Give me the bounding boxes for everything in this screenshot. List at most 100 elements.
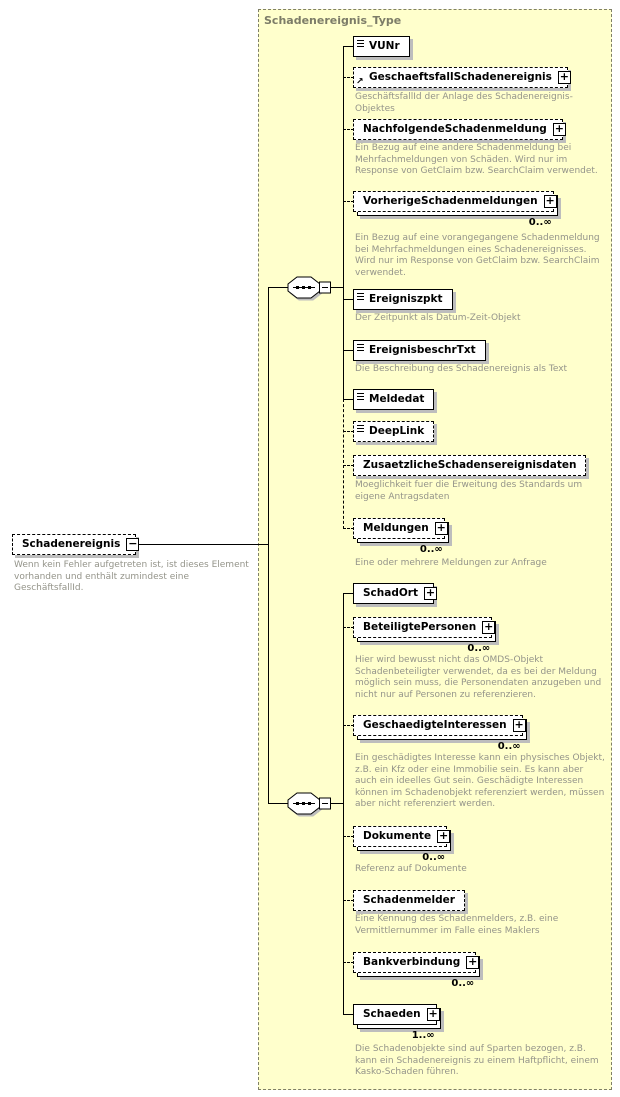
connector-line (343, 350, 354, 351)
occurrence-label: 1..∞ (411, 1030, 435, 1041)
connector-line (343, 77, 354, 78)
element-schadenereignis: Schadenereignis− (12, 534, 140, 555)
element-beteiligtepersonen: BeteiligtePersonen+ 0..∞ (353, 617, 496, 654)
element-label: DeepLink (369, 425, 425, 437)
element-label: Schadenmelder (363, 894, 455, 906)
connector-line (343, 399, 354, 400)
element-label: GeschaedigteInteressen (363, 719, 507, 731)
text-content-icon (357, 425, 364, 432)
annotation-vorherigeschadenmeldungen: Ein Bezug auf eine vorangegangene Schade… (355, 233, 600, 278)
connector-line (343, 725, 354, 726)
connector-line (343, 46, 354, 47)
element-box[interactable]: VUNr (353, 36, 410, 57)
element-schadenmelder: Schadenmelder (353, 890, 465, 911)
annotation-schaeden: Die Schadenobjekte sind auf Sparten bezo… (355, 1044, 599, 1077)
element-meldungen: Meldungen + 0..∞ (353, 518, 448, 555)
expand-icon[interactable]: + (424, 586, 437, 600)
text-content-icon (357, 293, 364, 300)
annotation-ereigniszpkt: Der Zeitpunkt als Datum-Zeit-Objekt (355, 313, 521, 323)
element-vunr: VUNr (353, 36, 410, 57)
element-box[interactable]: GeschaedigteInteressen + (353, 715, 526, 736)
element-schadort: SchadOrt + (353, 583, 437, 604)
element-box[interactable]: Meldungen + (353, 518, 448, 539)
connector-line (330, 803, 344, 804)
connector-line (70, 544, 268, 545)
element-label: ZusaetzlicheSchadensereignisdaten (363, 459, 577, 471)
connector-line (268, 803, 288, 804)
element-label: VorherigeSchadenmeldungen (363, 195, 538, 207)
element-label: NachfolgendeSchadenmeldung (363, 123, 547, 135)
occurrence-label: 0..∞ (528, 217, 552, 228)
expand-icon[interactable]: + (512, 718, 526, 732)
element-schaeden: Schaeden+ 1..∞ (353, 1004, 440, 1041)
reference-icon: ↗ (356, 77, 364, 87)
occurrence-label: 0..∞ (422, 852, 446, 863)
sequence-compositor-2[interactable] (286, 790, 332, 817)
connector-line (268, 287, 288, 288)
element-label: EreignisbeschrTxt (369, 344, 476, 356)
element-meldedat: Meldedat (353, 389, 435, 410)
connector-line (343, 593, 354, 594)
occurrence-label: 0..∞ (451, 978, 475, 989)
element-label: SchadOrt (363, 587, 418, 599)
element-box[interactable]: BeteiligtePersonen + (353, 617, 496, 638)
expand-icon[interactable]: + (466, 955, 480, 969)
element-label: GeschaeftsfallSchadenereignis (369, 71, 552, 83)
connector-line (343, 129, 354, 130)
annotation-meldungen: Eine oder mehrere Meldungen zur Anfrage (355, 558, 547, 568)
expand-icon[interactable]: + (543, 194, 557, 208)
expand-icon[interactable]: + (437, 829, 451, 843)
element-ereigniszpkt: Ereigniszpkt (353, 289, 453, 310)
element-box[interactable]: SchadOrt + (353, 583, 437, 604)
annotation-schadenmelder: Eine Kennung des Schadenmelders, z.B. ei… (355, 914, 559, 936)
element-box[interactable]: EreignisbeschrTxt (353, 340, 486, 361)
element-dokumente: Dokumente + 0..∞ (353, 826, 451, 863)
connector-line (343, 431, 354, 432)
annotation-geschaedigteinteressen: Ein geschädigtes Interesse kann ein phys… (355, 753, 605, 809)
connector-line (343, 399, 344, 529)
element-label: Meldungen (363, 522, 429, 534)
occurrence-label: 0..∞ (419, 544, 443, 555)
connector-line (343, 593, 344, 1014)
element-label: Dokumente (363, 830, 432, 842)
element-box[interactable]: Schadenmelder (353, 890, 465, 911)
sequence-compositor-1[interactable] (286, 274, 332, 301)
element-geschaeftsfallschadenereignis: ↗ GeschaeftsfallSchadenereignis + (353, 67, 571, 88)
element-zusaetzlicheschadensereignisdaten: ZusaetzlicheSchadensereignisdaten (353, 455, 587, 476)
expand-icon[interactable]: + (557, 70, 571, 84)
text-content-icon (357, 393, 364, 400)
connector-line (330, 287, 344, 288)
element-box[interactable]: Meldedat (353, 389, 435, 410)
expand-icon[interactable]: + (482, 620, 496, 634)
annotation-dokumente: Referenz auf Dokumente (355, 864, 467, 874)
connector-line (343, 900, 354, 901)
element-label: Schadenereignis (22, 538, 121, 550)
element-box[interactable]: Schadenereignis− (12, 534, 140, 555)
element-geschaedigteinteressen: GeschaedigteInteressen+ 0..∞ (353, 715, 526, 752)
element-box[interactable]: VorherigeSchadenmeldungen + (353, 191, 557, 212)
element-box[interactable]: ↗ GeschaeftsfallSchadenereignis + (353, 67, 571, 88)
element-box[interactable]: Schaeden+ (353, 1004, 440, 1025)
text-content-icon (357, 344, 364, 351)
element-label: BeteiligtePersonen (363, 621, 477, 633)
expand-icon[interactable]: + (552, 122, 566, 136)
expand-icon[interactable]: + (434, 521, 448, 535)
connector-line (268, 287, 269, 803)
element-box[interactable]: Ereigniszpkt (353, 289, 453, 310)
element-box[interactable]: DeepLink (353, 421, 435, 442)
element-box[interactable]: NachfolgendeSchadenmeldung + (353, 119, 566, 140)
annotation-zusaetzlicheschadensereignisdaten: Moeglichkeit fuer die Erweitung des Stan… (355, 480, 583, 502)
expand-icon[interactable]: + (426, 1007, 440, 1021)
element-vorherigeschadenmeldungen: VorherigeSchadenmeldungen + 0..∞ (353, 191, 557, 228)
annotation-nachfolgendeschadenmeldung: Ein Bezug auf eine andere Schadenmeldung… (355, 143, 598, 176)
text-content-icon (357, 40, 364, 47)
connector-line (343, 962, 354, 963)
annotation-beteiligtepersonen: Hier wird bewusst nicht das OMDS-Objekt … (355, 655, 602, 700)
element-box[interactable]: Dokumente + (353, 826, 451, 847)
connector-line (343, 465, 354, 466)
collapse-icon[interactable]: − (126, 537, 140, 551)
element-box[interactable]: ZusaetzlicheSchadensereignisdaten (353, 455, 587, 476)
element-box[interactable]: Bankverbindung+ (353, 952, 480, 973)
element-nachfolgendeschadenmeldung: NachfolgendeSchadenmeldung + (353, 119, 566, 140)
